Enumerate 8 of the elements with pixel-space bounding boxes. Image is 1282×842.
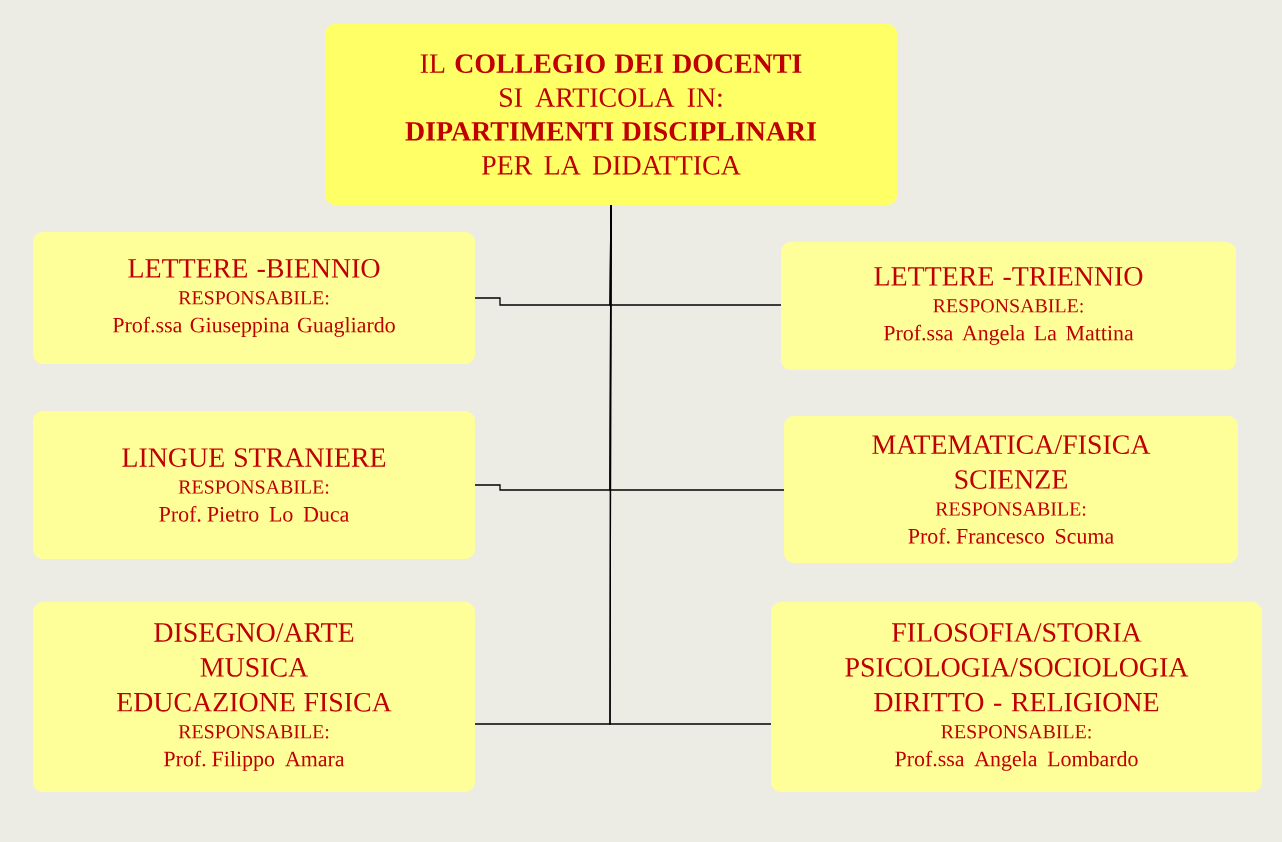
connector-line (609, 204, 772, 725)
department-box: MATEMATICA/FISICA SCIENZE RESPONSABILE: Prof. Francesco Scuma (784, 416, 1238, 563)
department-box: DISEGNO/ARTE MUSICA EDUCAZIONE FISICA RESPONSABILE: Prof. Filippo Amara (33, 602, 475, 792)
department-box: LINGUE STRANIERE RESPONSABILE: Prof. Pietro Lo Duca (33, 411, 475, 559)
department-box: LETTERE -TRIENNIO RESPONSABILE: Prof.ssa Angela La Mattina (781, 242, 1236, 370)
heading-box: IL COLLEGIO DEI DOCENTI SI ARTICOLA IN: DIPARTIMENTI DISCIPLINARI PER LA DIDATTICA (325, 24, 897, 205)
department-box: FILOSOFIA/STORIA PSICOLOGIA/SOCIOLOGIA DIRITTO - RELIGIONE RESPONSABILE: Prof.ssa Angela Lombardo (771, 602, 1262, 792)
department-box: LETTERE -BIENNIO RESPONSABILE: Prof.ssa Giuseppina Guagliardo (33, 232, 475, 364)
